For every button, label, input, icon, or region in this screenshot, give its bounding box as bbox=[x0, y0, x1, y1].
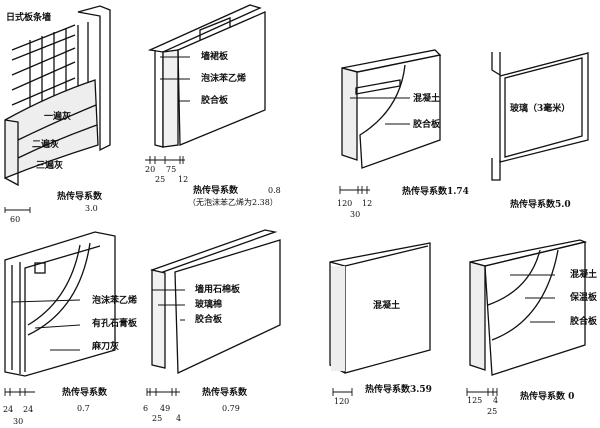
panel-2-dim-2: 75 bbox=[166, 165, 177, 174]
lath-wall-drawing bbox=[4, 5, 111, 187]
panel-7-dim: 120 bbox=[334, 397, 350, 406]
asbestos-board-wall-drawing bbox=[150, 229, 281, 375]
panel-1-k-label: 热传导系数 bbox=[57, 192, 103, 202]
panel-2-dim-4: 12 bbox=[178, 175, 189, 184]
panel-6-layer-3: 胶合板 bbox=[195, 315, 223, 325]
panel-1-dim: 60 bbox=[10, 215, 21, 224]
panel-2-dim-1: 20 bbox=[145, 165, 156, 174]
panel-6-dim-4: 4 bbox=[176, 414, 182, 423]
panel-5-layer-1: 泡沫苯乙烯 bbox=[92, 296, 138, 306]
panel-3-dim-1: 120 bbox=[337, 199, 353, 208]
panel-1-layer-3: 三遍灰 bbox=[36, 161, 64, 171]
panel-1-layer-1: 一遍灰 bbox=[44, 112, 72, 122]
panel-2-layer-3: 胶合板 bbox=[201, 96, 229, 106]
panel-1-k-value: 3.0 bbox=[85, 204, 98, 213]
panel-8-layer-2: 保温板 bbox=[570, 293, 598, 303]
panel-8-dim-2: 4 bbox=[493, 396, 499, 405]
panel-5-layer-2: 有孔石膏板 bbox=[92, 319, 138, 329]
concrete-wall-drawing bbox=[329, 242, 431, 374]
panel-5-k-label: 热传导系数 bbox=[62, 388, 108, 398]
panel-6-dim-2: 49 bbox=[160, 404, 171, 413]
panel-2-dim-3: 25 bbox=[155, 175, 166, 184]
panel-1-title: 日式板条墙 bbox=[6, 13, 52, 23]
panel-6-k-label: 热传导系数 bbox=[202, 388, 248, 398]
panel-6-dim-3: 25 bbox=[152, 414, 163, 423]
panel-4-k: 热传导系数5.0 bbox=[510, 200, 571, 210]
panel-3-layer-1: 混凝土 bbox=[413, 94, 441, 104]
panel-6-dim-1: 6 bbox=[143, 404, 149, 413]
panel-8-layer-1: 混凝土 bbox=[570, 270, 598, 280]
panel-3-layer-2: 胶合板 bbox=[413, 120, 441, 130]
panel-2-note: （无泡沫苯乙烯为2.38） bbox=[188, 198, 278, 207]
insulated-concrete-wall-drawing bbox=[469, 239, 588, 376]
panel-3-dim-2: 12 bbox=[362, 199, 373, 208]
panel-5-layer-3: 麻刀灰 bbox=[92, 342, 120, 352]
panel-5-k-value: 0.7 bbox=[77, 404, 90, 413]
panel-1-layer-2: 二遍灰 bbox=[32, 140, 60, 150]
gypsum-wall-drawing bbox=[4, 231, 116, 377]
concrete-plywood-wall-drawing bbox=[341, 49, 442, 169]
panel-5-dim-1: 24 bbox=[3, 405, 14, 414]
panel-2-k-label: 热传导系数 bbox=[193, 186, 239, 196]
glass-wall-drawing bbox=[491, 52, 589, 181]
panel-3-k: 热传导系数1.74 bbox=[402, 187, 469, 197]
paneled-wall-drawing bbox=[147, 4, 266, 148]
panel-7-layer-1: 混凝土 bbox=[373, 301, 401, 311]
panel-2-k-value: 0.8 bbox=[268, 186, 281, 195]
panel-8-dim-3: 25 bbox=[487, 407, 498, 416]
panel-2-layer-1: 墙裙板 bbox=[201, 52, 229, 62]
panel-8-k: 热传导系数 0 bbox=[520, 392, 575, 402]
panel-8-dim-1: 125 bbox=[467, 396, 483, 405]
panel-3-dim-3: 30 bbox=[350, 210, 361, 219]
panel-8-layer-3: 胶合板 bbox=[570, 317, 598, 327]
panel-2-layer-2: 泡沫苯乙烯 bbox=[201, 74, 247, 84]
panel-4-layer-1: 玻璃（3毫米） bbox=[510, 104, 571, 114]
panel-7-k: 热传导系数3.59 bbox=[365, 385, 432, 395]
panel-6-layer-2: 玻璃棉 bbox=[195, 300, 223, 310]
panel-5-dim-3: 30 bbox=[13, 417, 24, 426]
panel-6-layer-1: 墙用石棉板 bbox=[195, 285, 241, 295]
panel-5-dim-2: 24 bbox=[23, 405, 34, 414]
panel-6-k-value: 0.79 bbox=[222, 404, 240, 413]
